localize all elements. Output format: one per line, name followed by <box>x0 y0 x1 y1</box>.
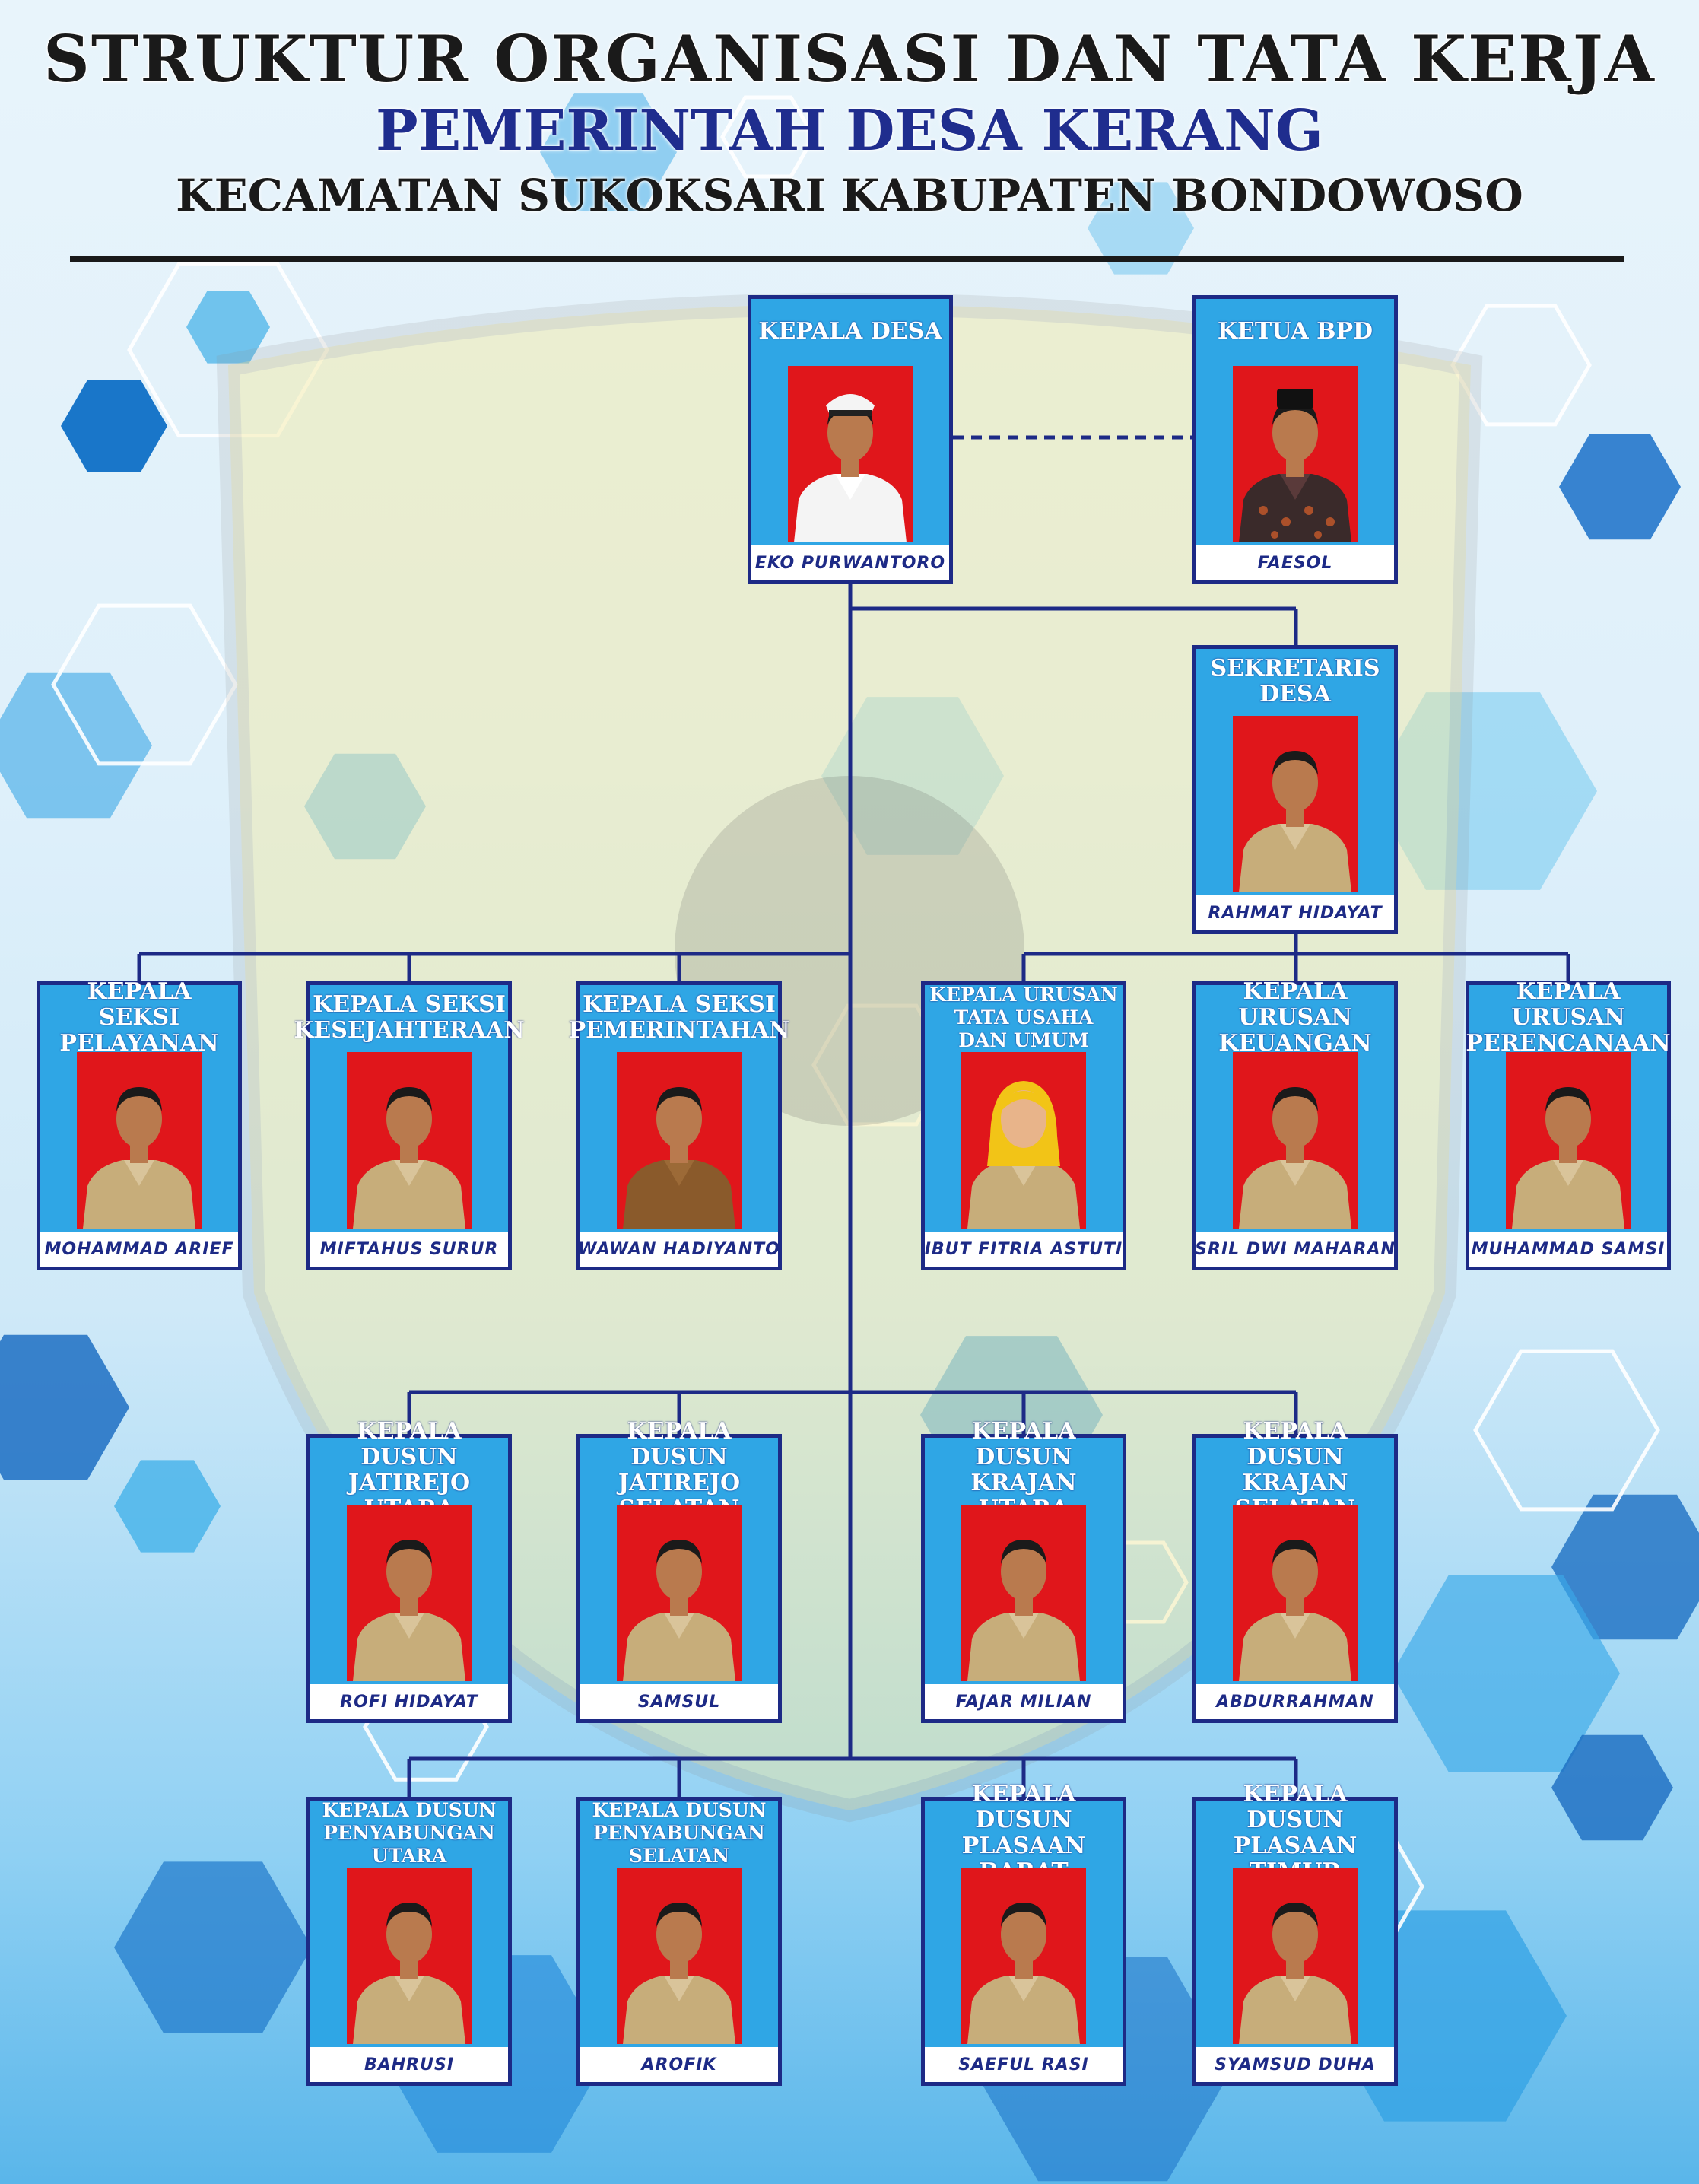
person-photo <box>788 366 913 542</box>
card-title: KEPALA DUSUN PENYABUNGAN SELATAN <box>592 1799 767 1867</box>
person-photo <box>617 1868 742 2044</box>
person-name: EKO PURWANTORO <box>751 545 949 580</box>
card-sekretaris: SEKRETARIS DESA RAHMAT HIDAYAT <box>1192 645 1398 934</box>
header-divider <box>70 256 1624 262</box>
card-title: KETUA BPD <box>1217 318 1373 345</box>
card-dusun-plasaan-timur: KEPALA DUSUN PLASAAN TIMUR SYAMSUD DUHA <box>1192 1781 1398 2086</box>
card-title: KEPALA SEKSI PELAYANAN <box>59 978 219 1057</box>
person-photo <box>1233 716 1358 892</box>
person-photo <box>77 1052 202 1229</box>
card-ketua-bpd: KETUA BPD FAESOL <box>1192 295 1398 584</box>
card-dusun-jatirejo-utara: KEPALA DUSUN JATIREJO UTARA ROFI HIDAYAT <box>306 1418 512 1723</box>
card-title: KEPALA URUSAN TATA USAHA DAN UMUM <box>929 984 1118 1051</box>
person-name: SAMSUL <box>580 1684 778 1719</box>
person-name: MUHAMMAD SAMSI <box>1469 1232 1667 1267</box>
person-name: ABDURRAHMAN <box>1196 1684 1394 1719</box>
person-name: WAWAN HADIYANTO <box>580 1232 778 1267</box>
card-title: KEPALA DUSUN KRAJAN SELATAN <box>1235 1418 1356 1522</box>
card-seksi-pelayanan: KEPALA SEKSI PELAYANAN MOHAMMAD ARIEF <box>37 978 242 1270</box>
person-name: FAESOL <box>1196 545 1394 580</box>
card-title: KEPALA DUSUN PLASAAN BARAT <box>961 1781 1086 1885</box>
card-title: SEKRETARIS DESA <box>1210 655 1380 707</box>
subtitle: PEMERINTAH DESA KERANG <box>376 98 1323 164</box>
person-name: MOHAMMAD ARIEF <box>40 1232 238 1267</box>
person-name: BAHRUSI <box>310 2047 508 2082</box>
person-name: ROFI HIDAYAT <box>310 1684 508 1719</box>
card-dusun-jatirejo-selatan: KEPALA DUSUN JATIREJO SELATAN SAMSUL <box>576 1418 782 1723</box>
main-title: STRUKTUR ORGANISASI DAN TATA KERJA <box>43 21 1656 97</box>
card-seksi-pemerintahan: KEPALA SEKSI PEMERINTAHAN WAWAN HADIYANT… <box>568 981 790 1270</box>
person-name: RAHMAT HIDAYAT <box>1196 895 1394 930</box>
person-photo <box>961 1052 1086 1229</box>
person-photo <box>347 1505 472 1681</box>
card-title: KEPALA DUSUN KRAJAN UTARA <box>970 1419 1077 1522</box>
person-name: AROFIK <box>580 2047 778 2082</box>
card-urusan-tu: KEPALA URUSAN TATA USAHA DAN UMUM RIBUT … <box>921 981 1126 1270</box>
person-photo <box>347 1052 472 1229</box>
person-photo <box>617 1505 742 1681</box>
person-photo <box>617 1052 742 1229</box>
card-title: KEPALA DUSUN PENYABUNGAN UTARA <box>322 1799 497 1867</box>
person-name: YUSRIL DWI MAHARANTO <box>1196 1232 1394 1267</box>
card-dusun-plasaan-barat: KEPALA DUSUN PLASAAN BARAT SAEFUL RASI <box>921 1781 1126 2086</box>
person-photo <box>961 1868 1086 2044</box>
card-dusun-penyabungan-utara: KEPALA DUSUN PENYABUNGAN UTARA BAHRUSI <box>306 1797 512 2086</box>
card-title: KEPALA URUSAN PERENCANAAN <box>1466 978 1671 1057</box>
person-name: SYAMSUD DUHA <box>1196 2047 1394 2082</box>
person-name: MIFTAHUS SURUR <box>310 1232 508 1267</box>
person-photo <box>1506 1052 1631 1229</box>
card-title: KEPALA SEKSI KESEJAHTERAAN <box>294 991 525 1044</box>
card-urusan-perencanaan: KEPALA URUSAN PERENCANAAN MUHAMMAD SAMSI <box>1466 978 1671 1270</box>
person-name: SAEFUL RASI <box>925 2047 1123 2082</box>
person-photo <box>347 1868 472 2044</box>
card-title: KEPALA DUSUN JATIREJO SELATAN <box>618 1418 741 1522</box>
card-seksi-kesejahteraan: KEPALA SEKSI KESEJAHTERAAN MIFTAHUS SURU… <box>294 981 525 1270</box>
card-kepala-desa: KEPALA DESA EKO PURWANTORO <box>748 295 953 584</box>
person-photo <box>961 1505 1086 1681</box>
subtitle-location: KECAMATAN SUKOKSARI KABUPATEN BONDOWOSO <box>176 170 1523 221</box>
card-dusun-penyabungan-selatan: KEPALA DUSUN PENYABUNGAN SELATAN AROFIK <box>576 1797 782 2086</box>
person-name: FAJAR MILIAN <box>925 1684 1123 1719</box>
card-title: KEPALA URUSAN KEUANGAN <box>1218 978 1372 1057</box>
card-dusun-krajan-selatan: KEPALA DUSUN KRAJAN SELATAN ABDURRAHMAN <box>1192 1418 1398 1723</box>
card-urusan-keuangan: KEPALA URUSAN KEUANGAN YUSRIL DWI MAHARA… <box>1192 978 1398 1270</box>
card-title: KEPALA DESA <box>758 318 942 345</box>
person-photo <box>1233 366 1358 542</box>
person-photo <box>1233 1052 1358 1229</box>
card-title: KEPALA DUSUN JATIREJO UTARA <box>348 1418 471 1522</box>
card-title: KEPALA DUSUN PLASAAN TIMUR <box>1233 1781 1358 1885</box>
card-title: KEPALA SEKSI PEMERINTAHAN <box>568 991 790 1044</box>
card-dusun-krajan-utara: KEPALA DUSUN KRAJAN UTARA FAJAR MILIAN <box>921 1419 1126 1723</box>
person-photo <box>1233 1868 1358 2044</box>
header: STRUKTUR ORGANISASI DAN TATA KERJA PEMER… <box>0 21 1699 225</box>
person-photo <box>1233 1505 1358 1681</box>
